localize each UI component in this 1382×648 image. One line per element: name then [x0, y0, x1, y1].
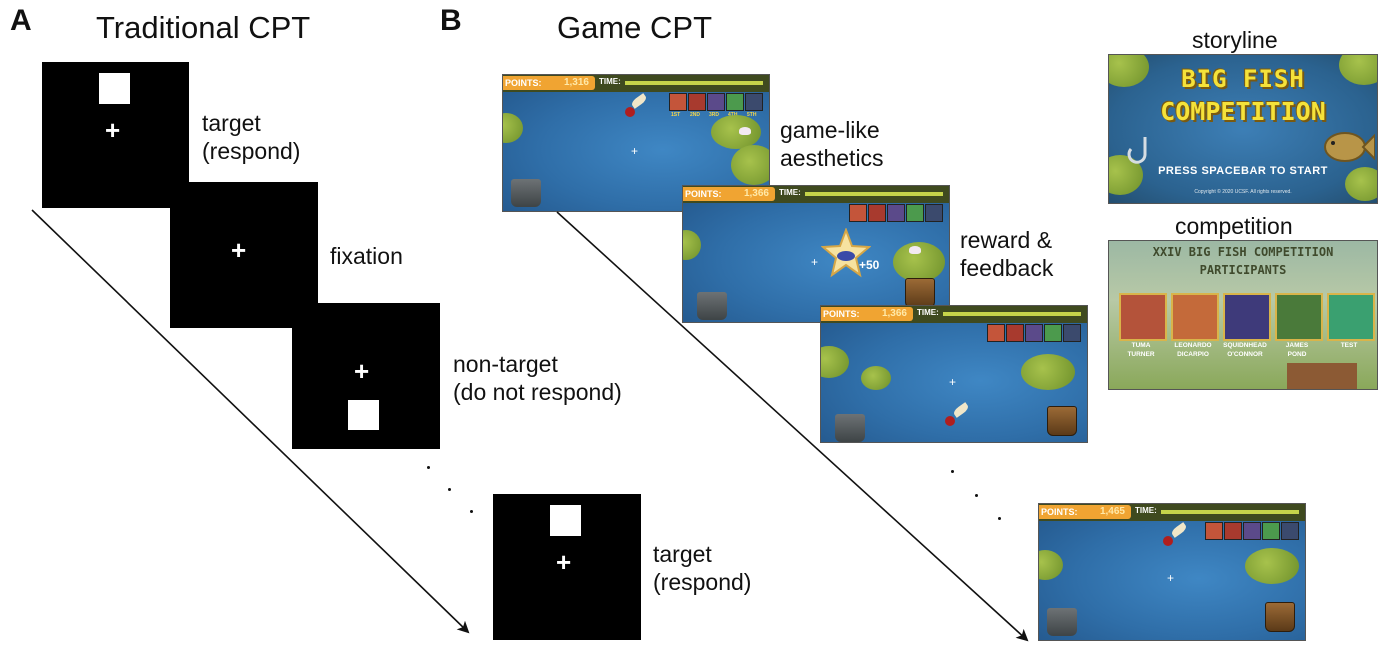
time-bar	[625, 81, 763, 85]
label-target-1: target (respond)	[202, 109, 300, 165]
fixation-cross: +	[354, 356, 370, 386]
participant-avatar	[1327, 293, 1375, 341]
star-reward-icon	[821, 228, 871, 278]
points-badge: POINTS:1,316	[503, 76, 595, 90]
label-line: aesthetics	[780, 145, 884, 171]
target-square	[99, 73, 130, 104]
stimulus-target-2: +	[493, 494, 641, 640]
storyline-title-2: COMPETITION	[1160, 97, 1326, 126]
arrow-a	[31, 209, 470, 634]
ellipsis-dot	[951, 470, 954, 473]
ellipsis-dot	[427, 466, 430, 469]
label-line: reward &	[960, 227, 1053, 253]
game-screen-3: POINTS:1,366 TIME: +	[820, 305, 1088, 443]
press-spacebar-prompt: PRESS SPACEBAR TO START	[1158, 165, 1328, 177]
panel-a-letter: A	[10, 4, 32, 37]
label-line: game-like	[780, 117, 880, 143]
label-line: non-target	[453, 351, 558, 377]
lure-icon	[625, 107, 635, 117]
label-aesthetics: game-like aesthetics	[780, 116, 884, 172]
points-value: 1,366	[743, 188, 769, 199]
label-fixation: fixation	[330, 243, 403, 269]
points-value: 1,366	[881, 308, 907, 319]
label-line: target	[653, 541, 712, 567]
label-storyline: storyline	[1192, 27, 1278, 53]
time-label: TIME:	[599, 77, 621, 86]
stimulus-target-1: +	[42, 62, 189, 208]
fish-icon	[1324, 132, 1375, 162]
panel-b-letter: B	[440, 4, 462, 37]
participant-name: TEST	[1340, 342, 1358, 349]
competition-screen: XXIV BIG FISH COMPETITION PARTICIPANTS T…	[1108, 240, 1378, 390]
participant-avatar	[1119, 293, 1167, 341]
cabin-shape	[1287, 363, 1357, 389]
ellipsis-dot	[470, 510, 473, 513]
competition-title-1: XXIV BIG FISH COMPETITION	[1152, 245, 1334, 259]
lure-icon	[945, 416, 955, 426]
panel-a-title: Traditional CPT	[96, 10, 311, 45]
hook-icon	[1127, 137, 1147, 164]
label-line: (respond)	[202, 138, 301, 164]
label-line: (respond)	[653, 569, 752, 595]
stimulus-non-target: +	[292, 303, 440, 449]
ellipsis-dot	[998, 517, 1001, 520]
competition-title-2: PARTICIPANTS	[1199, 263, 1287, 277]
label-reward: reward & feedback	[960, 226, 1053, 282]
participant-avatar	[1171, 293, 1219, 341]
label-target-2: target (respond)	[653, 540, 751, 596]
bucket-icon	[1265, 602, 1295, 632]
target-square	[550, 505, 581, 536]
bucket-icon	[835, 414, 865, 442]
participant-avatar	[1275, 293, 1323, 341]
lure-icon	[1163, 536, 1173, 546]
fixation-cross: +	[556, 547, 572, 577]
bucket-icon	[511, 179, 541, 207]
bucket-icon	[697, 292, 727, 320]
ellipsis-dot	[448, 488, 451, 491]
fixation-cross: +	[231, 235, 247, 265]
participant-avatar	[1223, 293, 1271, 341]
target-square	[348, 400, 379, 430]
game-screen-4: POINTS:1,465 TIME: +	[1038, 503, 1306, 641]
bucket-icon	[1047, 608, 1077, 636]
ellipsis-dot	[975, 494, 978, 497]
game-screen-2: POINTS:1,366 TIME: + +50	[682, 185, 950, 323]
label-line: target	[202, 110, 261, 136]
bucket-icon	[1047, 406, 1077, 436]
bucket-icon	[905, 278, 935, 308]
reward-points: +50	[859, 258, 880, 272]
label-competition: competition	[1175, 213, 1293, 239]
storyline-screen: BIG FISH COMPETITION PRESS SPACEBAR TO S…	[1108, 54, 1378, 204]
fixation-cross: +	[105, 115, 121, 145]
points-value: 1,465	[1099, 506, 1125, 517]
copyright-text: Copyright © 2020 UCSF. All rights reserv…	[1194, 189, 1292, 195]
points-value: 1,316	[563, 77, 589, 88]
storyline-title-1: BIG FISH	[1181, 65, 1305, 93]
label-non-target: non-target (do not respond)	[453, 350, 622, 406]
label-line: feedback	[960, 255, 1054, 281]
panel-b-title: Game CPT	[557, 10, 713, 45]
label-line: (do not respond)	[453, 379, 622, 405]
arrow-b	[556, 211, 1029, 642]
